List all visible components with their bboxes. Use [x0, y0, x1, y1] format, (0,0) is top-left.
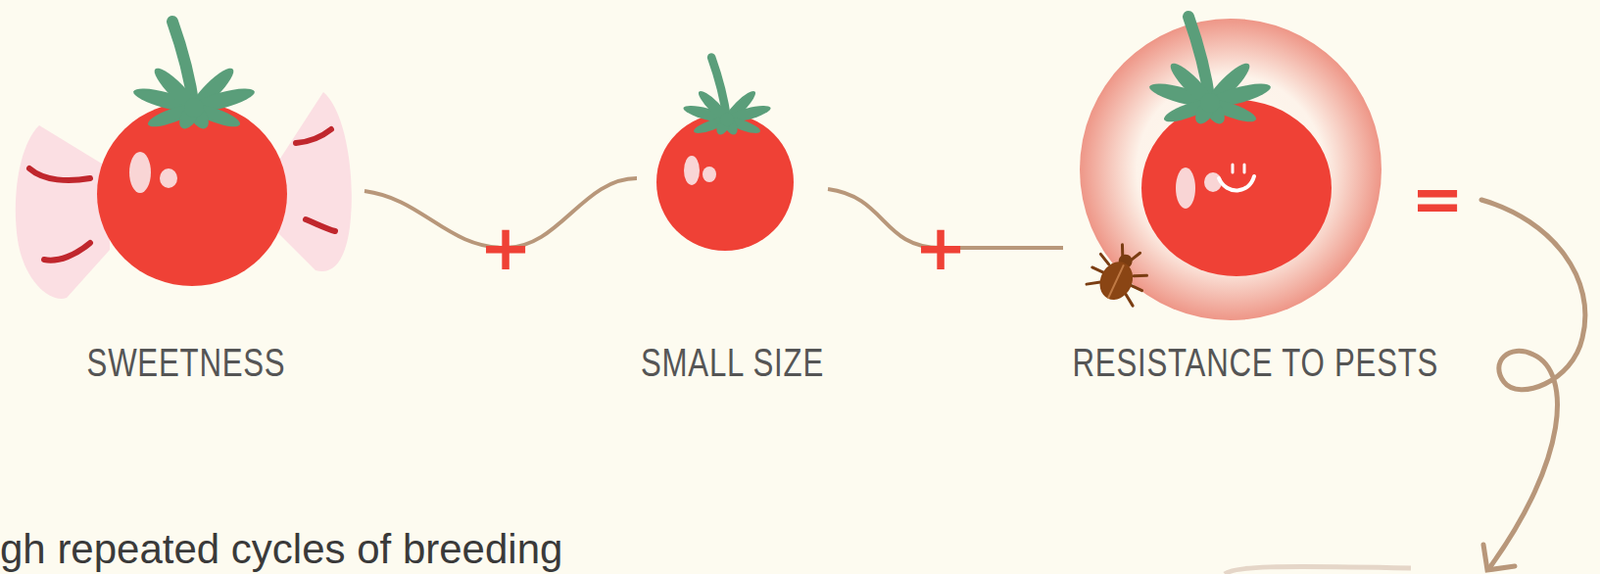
tomato-resistant: [1079, 16, 1382, 321]
trait-sweetness: SWEETNESS: [7, 9, 365, 397]
next-box-outline: [1224, 566, 1411, 574]
trait-pest-resistance: RESISTANCE TO PESTS: [1063, 9, 1426, 397]
tomato-sweet: [96, 21, 288, 287]
pest-bug: [1082, 237, 1156, 310]
tomato-small: [656, 57, 794, 251]
flow-arrow: [1481, 199, 1586, 571]
caption-fragment: gh repeated cycles of breeding: [0, 527, 563, 573]
plus-sign: +: [479, 216, 533, 280]
equals-sign: =: [1410, 167, 1464, 231]
plus-sign: +: [914, 216, 968, 280]
trait-small-size: SMALL SIZE: [636, 48, 828, 388]
trait-label: RESISTANCE TO PESTS: [1072, 340, 1417, 385]
trait-label: SWEETNESS: [16, 340, 356, 385]
trait-label: SMALL SIZE: [627, 340, 838, 385]
